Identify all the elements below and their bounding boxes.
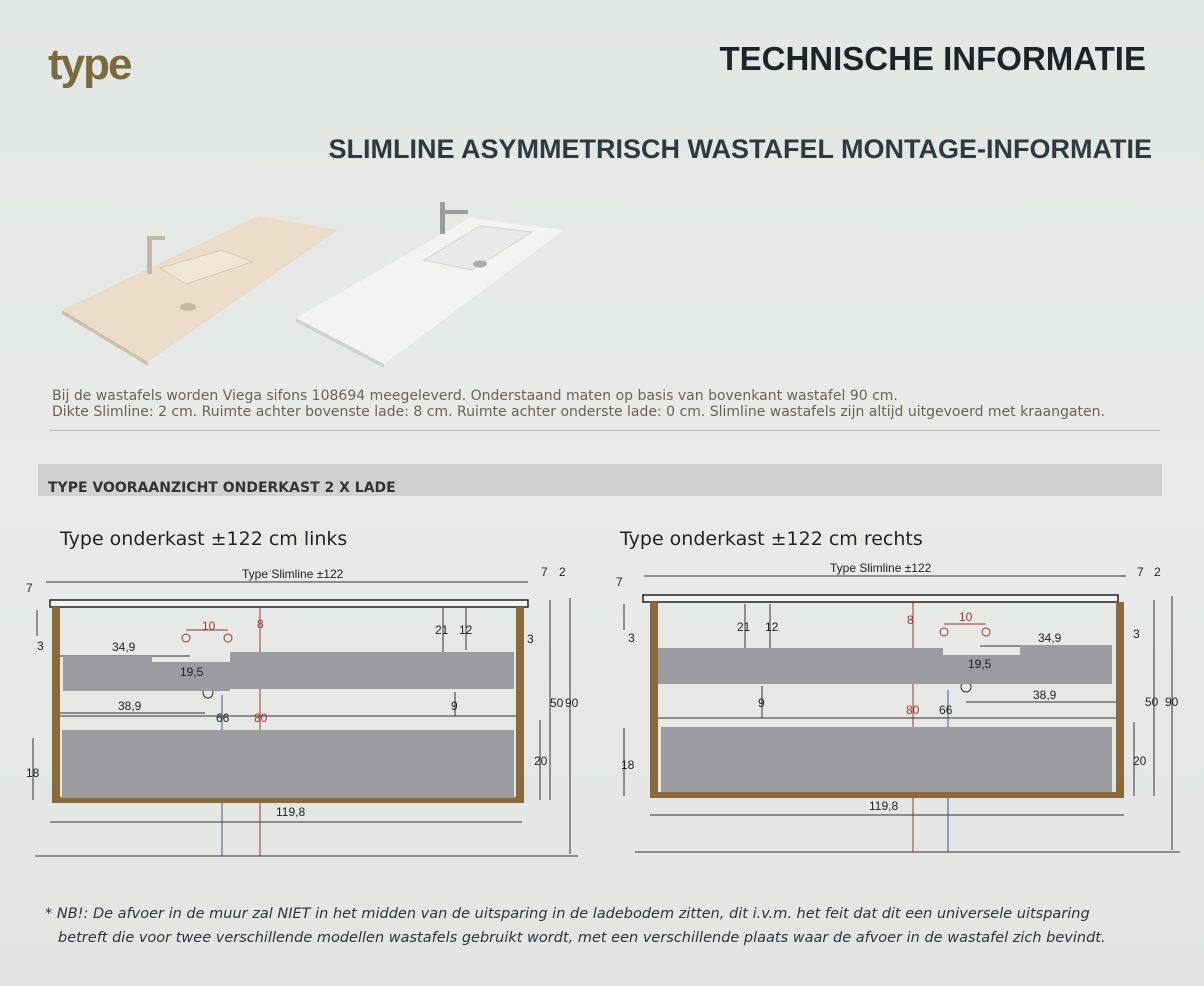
- dim-12: 12: [765, 620, 779, 634]
- dim-34-9: 34,9: [1038, 631, 1062, 645]
- cabinet-side-right: [516, 607, 524, 803]
- dim-38-9: 38,9: [1033, 688, 1057, 702]
- dim-12: 12: [459, 623, 473, 637]
- dim-10: 10: [959, 610, 973, 624]
- cabinet-bottom: [650, 792, 1124, 798]
- cabinet-side-left: [650, 602, 658, 798]
- sink-image-left: [62, 216, 338, 366]
- dim-10: 10: [202, 619, 216, 633]
- dim-21: 21: [737, 620, 751, 634]
- countertop: [642, 594, 1119, 603]
- dim-90: 90: [565, 696, 579, 710]
- dim-19-5: 19,5: [968, 657, 992, 671]
- dim-119-8: 119,8: [869, 799, 898, 813]
- section-label: TYPE VOORAANZICHT ONDERKAST 2 X LADE: [48, 480, 396, 496]
- dim-3-right: 3: [1133, 627, 1140, 641]
- page-subtitle: SLIMLINE ASYMMETRISCH WASTAFEL MONTAGE-I…: [328, 134, 1152, 164]
- dim-7: 7: [616, 575, 623, 589]
- dim-119-8: 119,8: [276, 805, 305, 819]
- brand-logo: type: [48, 40, 132, 89]
- footnote-line-1: * NB!: De afvoer in de muur zal NIET in …: [45, 906, 1090, 922]
- dim-7-top: 7: [1137, 565, 1144, 579]
- dim-7-top: 7: [541, 565, 548, 579]
- dim-8: 8: [907, 613, 914, 627]
- footnote-line-2: betreft die voor twee verschillende mode…: [58, 930, 1106, 946]
- dim-66: 66: [216, 711, 230, 725]
- cabinet-bottom: [52, 797, 524, 803]
- sink-image-right: [296, 202, 564, 368]
- dim-50: 50: [550, 696, 564, 710]
- dim-20: 20: [1133, 754, 1147, 768]
- dim-20: 20: [534, 754, 548, 768]
- upper-drawer: [63, 652, 514, 691]
- dim-50: 50: [1145, 695, 1159, 709]
- page-title: TECHNISCHE INFORMATIE: [719, 40, 1146, 77]
- dim-3: 3: [37, 639, 44, 653]
- dim-18: 18: [621, 758, 635, 772]
- intro-text-line-2: Dikte Slimline: 2 cm. Ruimte achter bove…: [52, 404, 1105, 420]
- dim-80: 80: [906, 703, 920, 717]
- countertop: [49, 599, 529, 608]
- dim-slimline: Type Slimline ±122: [830, 561, 932, 575]
- divider: [50, 430, 1160, 431]
- dim-21: 21: [435, 623, 449, 637]
- upper-drawer: [658, 645, 1112, 684]
- diagram-left-heading: Type onderkast ±122 cm links: [60, 528, 348, 550]
- dim-2: 2: [559, 565, 566, 579]
- dim-9: 9: [758, 696, 765, 710]
- dim-slimline: Type Slimline ±122: [242, 567, 344, 581]
- dim-19-5: 19,5: [180, 665, 204, 679]
- dim-18: 18: [26, 766, 40, 780]
- lower-drawer: [62, 730, 514, 798]
- cabinet-side-left: [52, 607, 60, 803]
- lower-drawer: [661, 727, 1112, 792]
- dim-2: 2: [1154, 565, 1161, 579]
- dim-34-9: 34,9: [112, 640, 136, 654]
- dim-3: 3: [628, 631, 635, 645]
- diagram-right-heading: Type onderkast ±122 cm rechts: [620, 528, 923, 550]
- dim-9: 9: [451, 699, 458, 713]
- cabinet-side-right: [1116, 602, 1124, 798]
- section-header-bar: [38, 464, 1162, 496]
- dim-7: 7: [26, 581, 33, 595]
- dim-3-right: 3: [527, 632, 534, 646]
- dim-38-9: 38,9: [118, 699, 142, 713]
- dim-8: 8: [257, 617, 264, 631]
- dim-90: 90: [1165, 695, 1179, 709]
- dim-66: 66: [939, 703, 953, 717]
- intro-text-line-1: Bij de wastafels worden Viega sifons 108…: [52, 388, 898, 404]
- dim-80: 80: [254, 711, 268, 725]
